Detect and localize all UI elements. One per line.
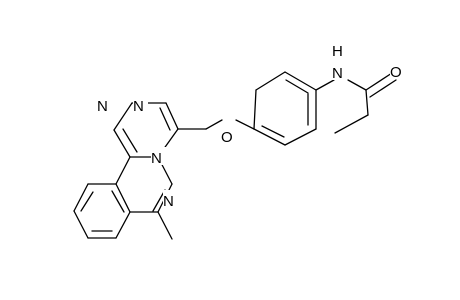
bond xyxy=(115,156,131,185)
bond xyxy=(115,183,131,213)
carbonyl-oxygen-label: O xyxy=(390,64,402,81)
atom-label-mask xyxy=(332,41,346,59)
atom-labels: H N O O N N N N xyxy=(97,41,405,210)
bond xyxy=(205,119,223,130)
bond xyxy=(115,211,131,239)
bond xyxy=(165,102,179,130)
bond xyxy=(369,79,397,98)
bond xyxy=(113,129,131,158)
bond xyxy=(365,72,393,91)
atom-label-mask xyxy=(163,190,178,208)
bond xyxy=(255,71,286,91)
atom-label-mask xyxy=(390,61,405,79)
bond xyxy=(334,114,369,134)
bond xyxy=(284,128,317,146)
bond xyxy=(80,191,94,212)
pyridazine-nitrogen-label: N xyxy=(163,193,174,210)
bond xyxy=(253,89,257,130)
bond xyxy=(253,128,286,146)
bond xyxy=(315,79,335,91)
bond xyxy=(284,71,317,91)
bond xyxy=(122,128,138,153)
bond xyxy=(113,102,133,131)
triazole-nitrogen-label: N xyxy=(133,98,144,115)
bond xyxy=(365,89,369,116)
bond xyxy=(157,211,173,240)
bond xyxy=(285,79,309,94)
bridgehead-nitrogen-label: N xyxy=(151,150,162,167)
atom-label-mask xyxy=(332,62,347,80)
bond xyxy=(73,210,89,239)
bond xyxy=(159,107,171,131)
atom-label-mask xyxy=(221,126,236,144)
bond xyxy=(261,125,285,138)
bond xyxy=(111,190,125,213)
bond xyxy=(235,119,255,130)
atom-label-mask xyxy=(133,95,148,113)
triazole-nitrogen-label: N xyxy=(97,98,108,115)
atom-label-mask xyxy=(151,147,166,165)
ether-oxygen-label: O xyxy=(221,129,233,146)
bond-lines xyxy=(73,71,397,240)
bond xyxy=(347,79,367,91)
amide-nitrogen-label: N xyxy=(332,65,343,82)
bond xyxy=(73,183,89,212)
atom-label-mask xyxy=(97,95,112,113)
amide-hydrogen-label: H xyxy=(332,43,343,60)
